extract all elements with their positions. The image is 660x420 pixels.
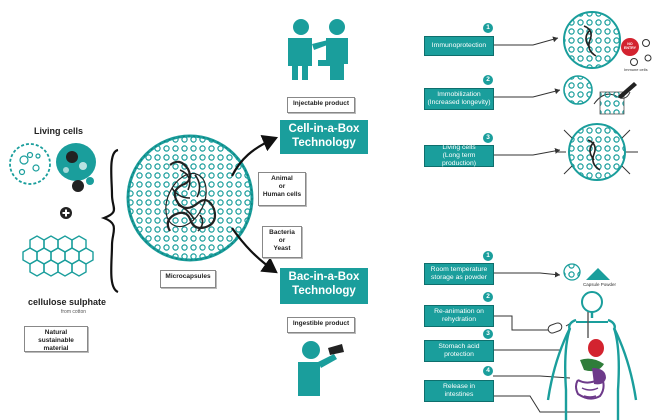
animal-line-2: or bbox=[278, 183, 286, 190]
microcapsule-illustration bbox=[126, 134, 254, 262]
no-entry-sign-icon bbox=[621, 38, 639, 56]
bac-in-a-box-technology: Bac-in-a-Box Technology bbox=[280, 268, 368, 304]
reanimation-line-2: rehydration bbox=[441, 316, 476, 323]
immunoprotection-label: Immunoprotection bbox=[431, 42, 487, 49]
animal-cells-box: Animal or Human cells bbox=[258, 172, 306, 206]
capsule-powder-label: Capsule Powder bbox=[583, 282, 617, 287]
immobilization-step: Immobilization (Increased longevity) bbox=[424, 88, 494, 110]
doctor-patient-icon bbox=[288, 19, 348, 80]
microcapsules-label: Microcapsules bbox=[160, 270, 216, 288]
stomach-acid-line-2: protection bbox=[444, 351, 474, 358]
ingestible-product-label: Ingestible product bbox=[287, 317, 355, 333]
person-drinking-icon bbox=[298, 341, 344, 396]
natural-material-line-1: Natural sustainable bbox=[38, 329, 74, 344]
arrow-to-bac-box bbox=[231, 227, 278, 274]
living-cells-step-line-2: (Long term production) bbox=[441, 152, 476, 167]
stomach-acid-line-1: Stomach acid bbox=[438, 343, 480, 350]
cell-box-line-2: Technology bbox=[292, 137, 356, 149]
immobilization-line-2: (Increased longevity) bbox=[427, 99, 491, 106]
bacteria-box: Bacteria or Yeast bbox=[262, 226, 302, 258]
natural-material-line-2: material bbox=[43, 345, 69, 352]
natural-material-box: Natural sustainable material bbox=[24, 326, 88, 352]
reanimation-step: Re-animation on rehydration bbox=[424, 305, 494, 327]
bacteria-line-3: Yeast bbox=[273, 245, 291, 252]
stomach-acid-step: Stomach acid protection bbox=[424, 340, 494, 362]
living-cells-step-line-1: Living cells bbox=[442, 144, 476, 151]
cell-in-a-box-technology: Cell-in-a-Box Technology bbox=[280, 120, 368, 154]
cellulose-hexagon-icon bbox=[22, 235, 94, 277]
curly-brace bbox=[100, 148, 119, 294]
release-line-2: intestines bbox=[444, 391, 474, 398]
immune-cells-icon bbox=[630, 39, 652, 66]
step-3-top-badge: 3 bbox=[483, 133, 493, 143]
living-cells-label: Living cells bbox=[34, 126, 84, 136]
release-intestines-step: Release in intestines bbox=[424, 380, 494, 402]
arrow-to-cell-box bbox=[231, 134, 279, 177]
no-entry-text: NO ENTRY bbox=[622, 42, 638, 50]
immobilization-line-1: Immobilization bbox=[437, 91, 481, 98]
reanimation-line-1: Re-animation on bbox=[434, 308, 484, 315]
no-entry-line-2: ENTRY bbox=[623, 46, 637, 50]
step-1-bottom-badge: 1 bbox=[483, 251, 493, 261]
no-entry-line-1: NO bbox=[627, 42, 633, 46]
cellulose-label: cellulose sulphate bbox=[28, 297, 107, 307]
bac-box-line-1: Bac-in-a-Box bbox=[288, 271, 360, 283]
step-4-bottom-badge: 4 bbox=[483, 366, 493, 376]
cellulose-source-label: from cotton bbox=[61, 309, 87, 315]
immunoprotection-step: Immunoprotection bbox=[424, 36, 494, 56]
bac-box-line-2: Technology bbox=[292, 285, 356, 297]
animal-line-1: Animal bbox=[271, 175, 293, 182]
injectable-product-label: Injectable product bbox=[287, 97, 355, 113]
cell-box-line-1: Cell-in-a-Box bbox=[288, 123, 360, 135]
step-2-top-badge: 2 bbox=[483, 75, 493, 85]
dividing-cell-icon bbox=[56, 143, 96, 192]
room-temperature-line-2: storage as powder bbox=[431, 274, 487, 281]
bacteria-line-2: or bbox=[278, 237, 286, 244]
capsule-powder-icon bbox=[563, 263, 610, 281]
human-body-icon bbox=[546, 291, 638, 420]
immune-cells-label: Immune cells bbox=[624, 67, 648, 72]
connectors-top bbox=[493, 36, 561, 156]
capsule-immobilization-icon bbox=[563, 75, 637, 115]
living-cell-icon bbox=[9, 143, 51, 185]
step-2-bottom-badge: 2 bbox=[483, 292, 493, 302]
living-cells-step: Living cells (Long term production) bbox=[424, 144, 494, 167]
capsule-immuno-icon bbox=[563, 11, 621, 69]
step-1-top-badge: 1 bbox=[483, 23, 493, 33]
release-line-1: Release in bbox=[442, 383, 476, 390]
step-3-bottom-badge: 3 bbox=[483, 329, 493, 339]
connectors-bottom bbox=[493, 271, 600, 413]
room-temperature-line-1: Room temperature bbox=[430, 266, 488, 273]
animal-line-3: Human cells bbox=[262, 191, 302, 198]
room-temperature-step: Room temperature storage as powder bbox=[424, 263, 494, 285]
bacteria-line-1: Bacteria bbox=[269, 229, 295, 236]
capsule-living-cells-icon bbox=[556, 123, 638, 181]
plus-icon bbox=[60, 207, 72, 219]
